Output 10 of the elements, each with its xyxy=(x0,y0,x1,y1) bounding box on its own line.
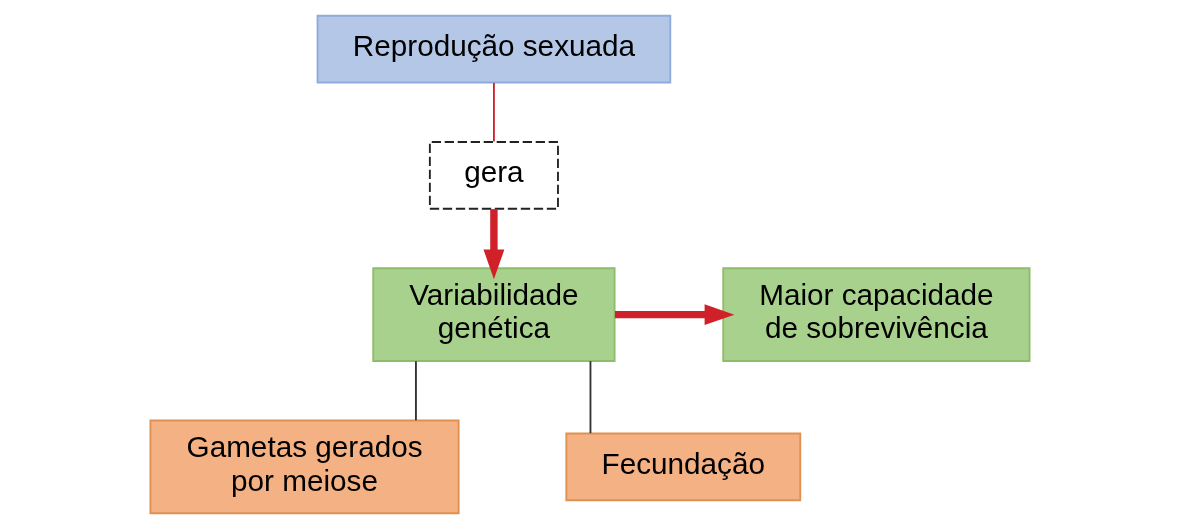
node-box: gera xyxy=(428,141,559,210)
node-box: Maior capacidade de sobrevivência xyxy=(722,267,1031,362)
node-box: Fecundação xyxy=(565,432,802,502)
connector xyxy=(493,82,495,143)
connector xyxy=(589,360,592,435)
arrow xyxy=(614,304,735,326)
connector xyxy=(415,360,417,422)
node-box: Gametas gerados por meiose xyxy=(149,419,460,515)
node-box: Variabilidade genética xyxy=(372,267,616,362)
node-box: Reprodução sexuada xyxy=(316,14,672,84)
